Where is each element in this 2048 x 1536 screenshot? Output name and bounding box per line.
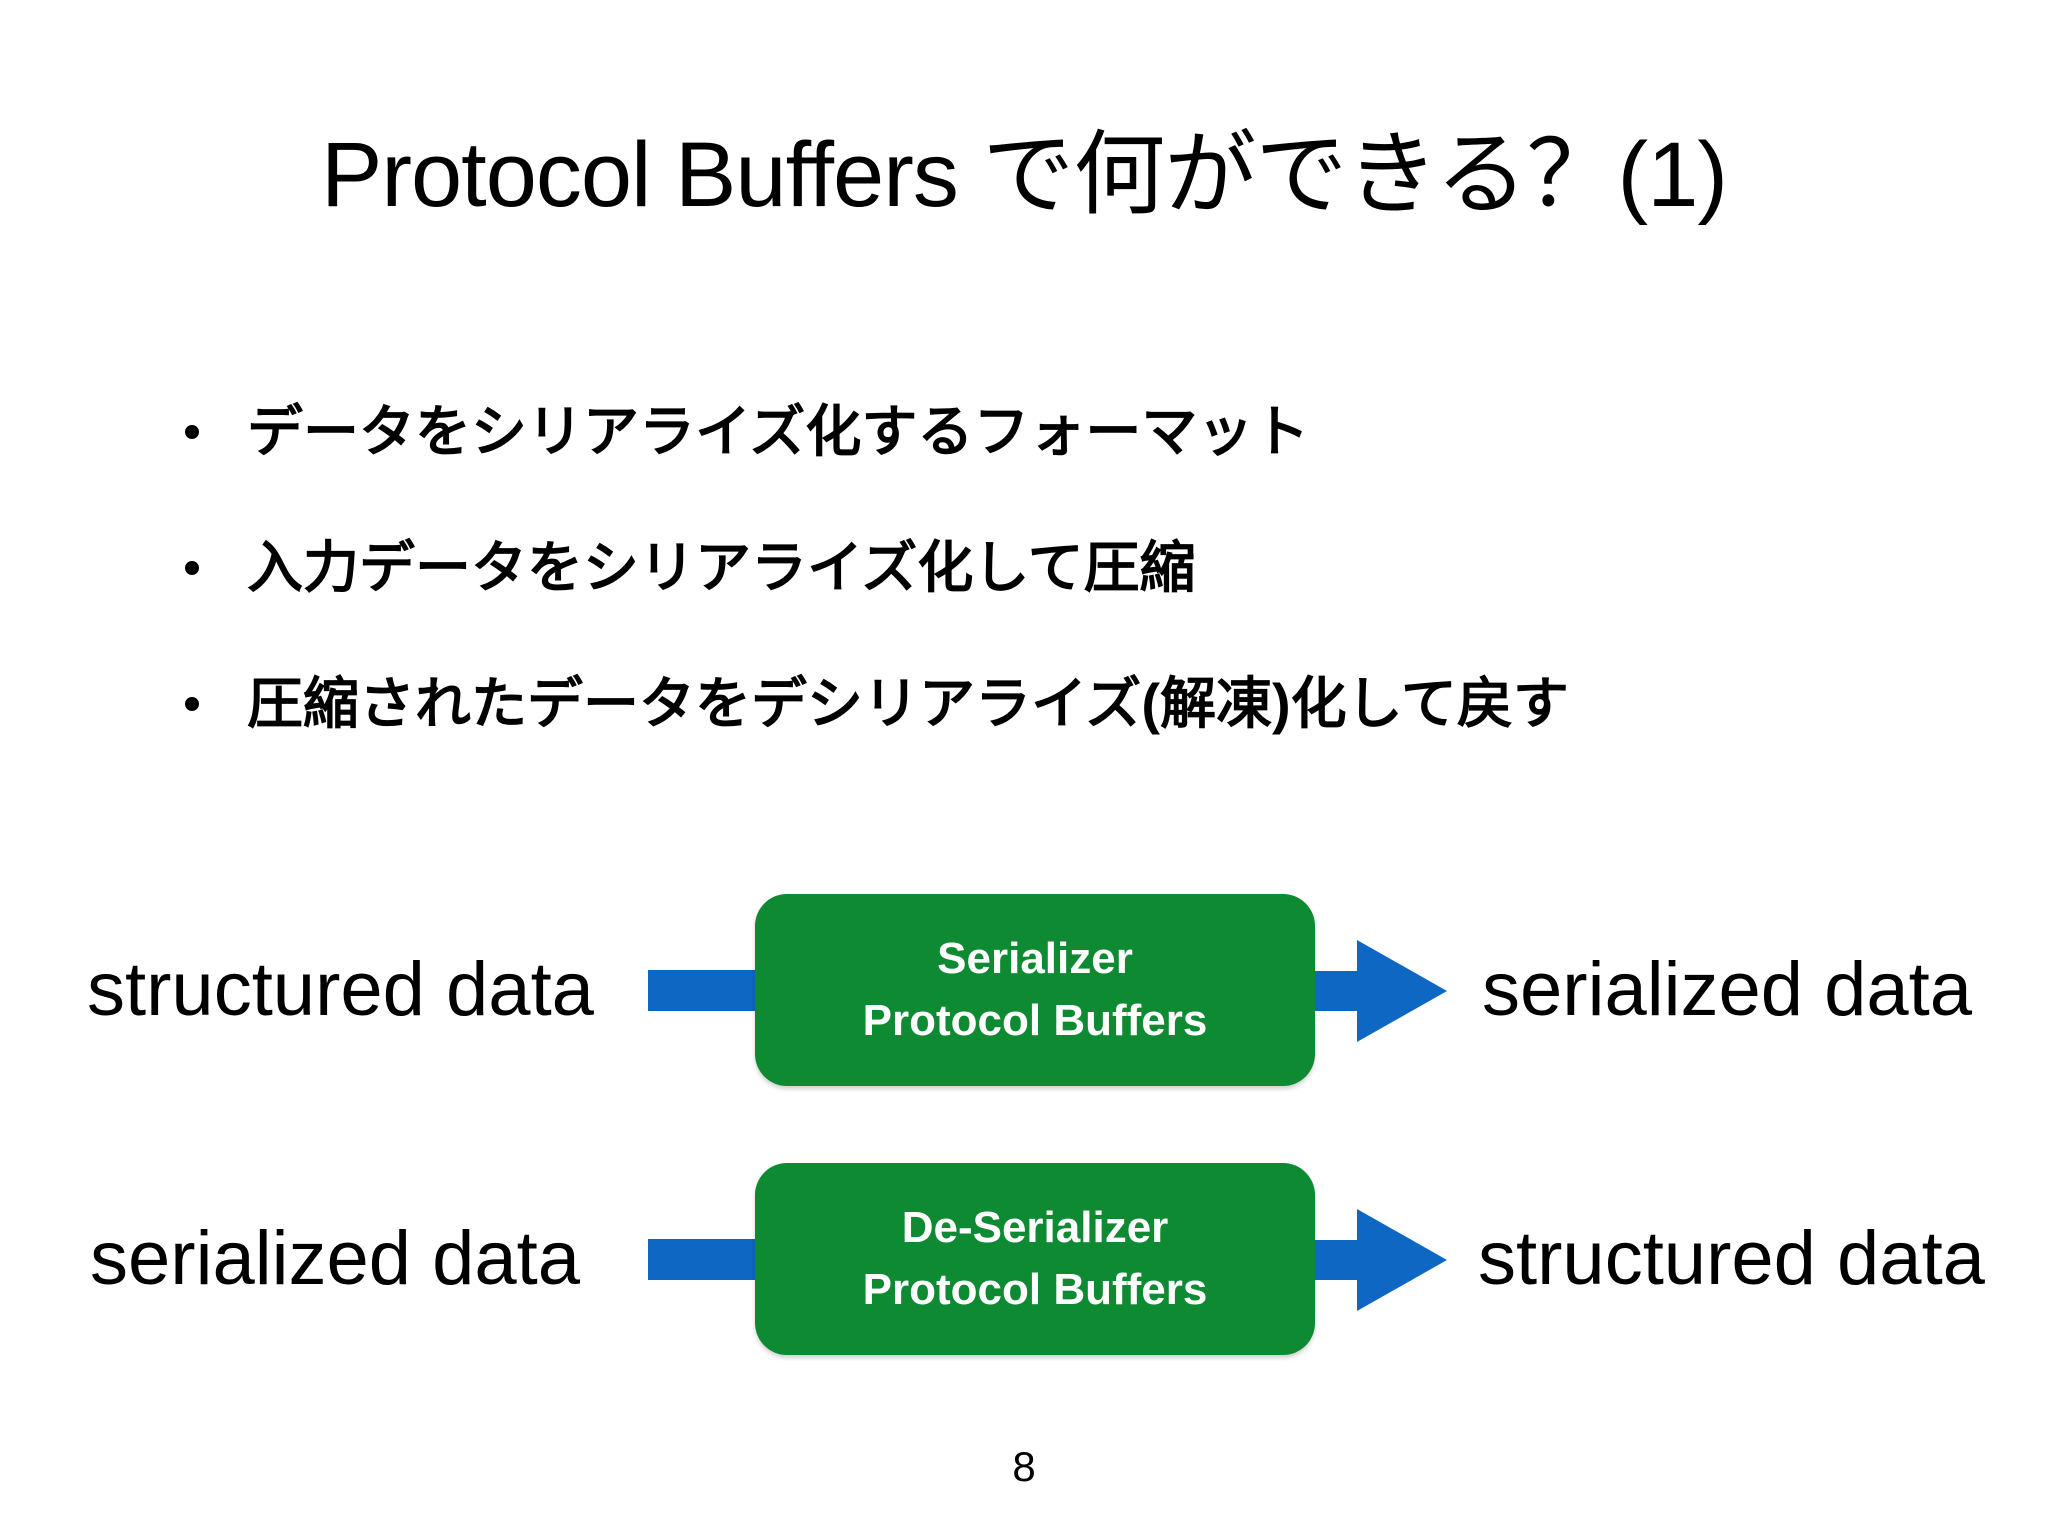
deserialize-input-label: serialized data (90, 1216, 581, 1301)
serialize-output-label: serialized data (1482, 947, 1973, 1032)
arrow-right-icon (1315, 940, 1447, 1042)
bullet-dot-icon (185, 560, 199, 575)
page-number: 8 (1012, 1443, 1036, 1490)
flow-connector-bar (648, 1239, 760, 1280)
serializer-box-subtitle: Protocol Buffers (862, 996, 1208, 1045)
serializer-box: Serializer Protocol Buffers (755, 894, 1315, 1086)
bullet-list: データをシリアライズ化するフォーマット 入力データをシリアライズ化して圧縮 圧縮… (185, 400, 1885, 808)
deserializer-box-subtitle: Protocol Buffers (862, 1265, 1208, 1314)
bullet-text: 圧縮されたデータをデシリアライズ(解凍)化して戻す (247, 672, 1569, 735)
list-item: 圧縮されたデータをデシリアライズ(解凍)化して戻す (185, 672, 1885, 735)
list-item: データをシリアライズ化するフォーマット (185, 400, 1885, 463)
page-title: Protocol Buffers で何ができる？(1) (320, 124, 1728, 226)
bullet-dot-icon (185, 424, 199, 439)
deserializer-box: De-Serializer Protocol Buffers (755, 1163, 1315, 1355)
bullet-dot-icon (185, 696, 199, 711)
flow-connector-bar (648, 970, 760, 1011)
bullet-text: データをシリアライズ化するフォーマット (247, 400, 1310, 463)
deserializer-box-title: De-Serializer (901, 1203, 1169, 1252)
serializer-box-title: Serializer (937, 934, 1133, 983)
bullet-text: 入力データをシリアライズ化して圧縮 (247, 536, 1196, 599)
list-item: 入力データをシリアライズ化して圧縮 (185, 536, 1885, 599)
deserialize-output-label: structured data (1478, 1216, 1985, 1301)
serialize-input-label: structured data (87, 947, 594, 1032)
arrow-right-icon (1315, 1209, 1447, 1311)
